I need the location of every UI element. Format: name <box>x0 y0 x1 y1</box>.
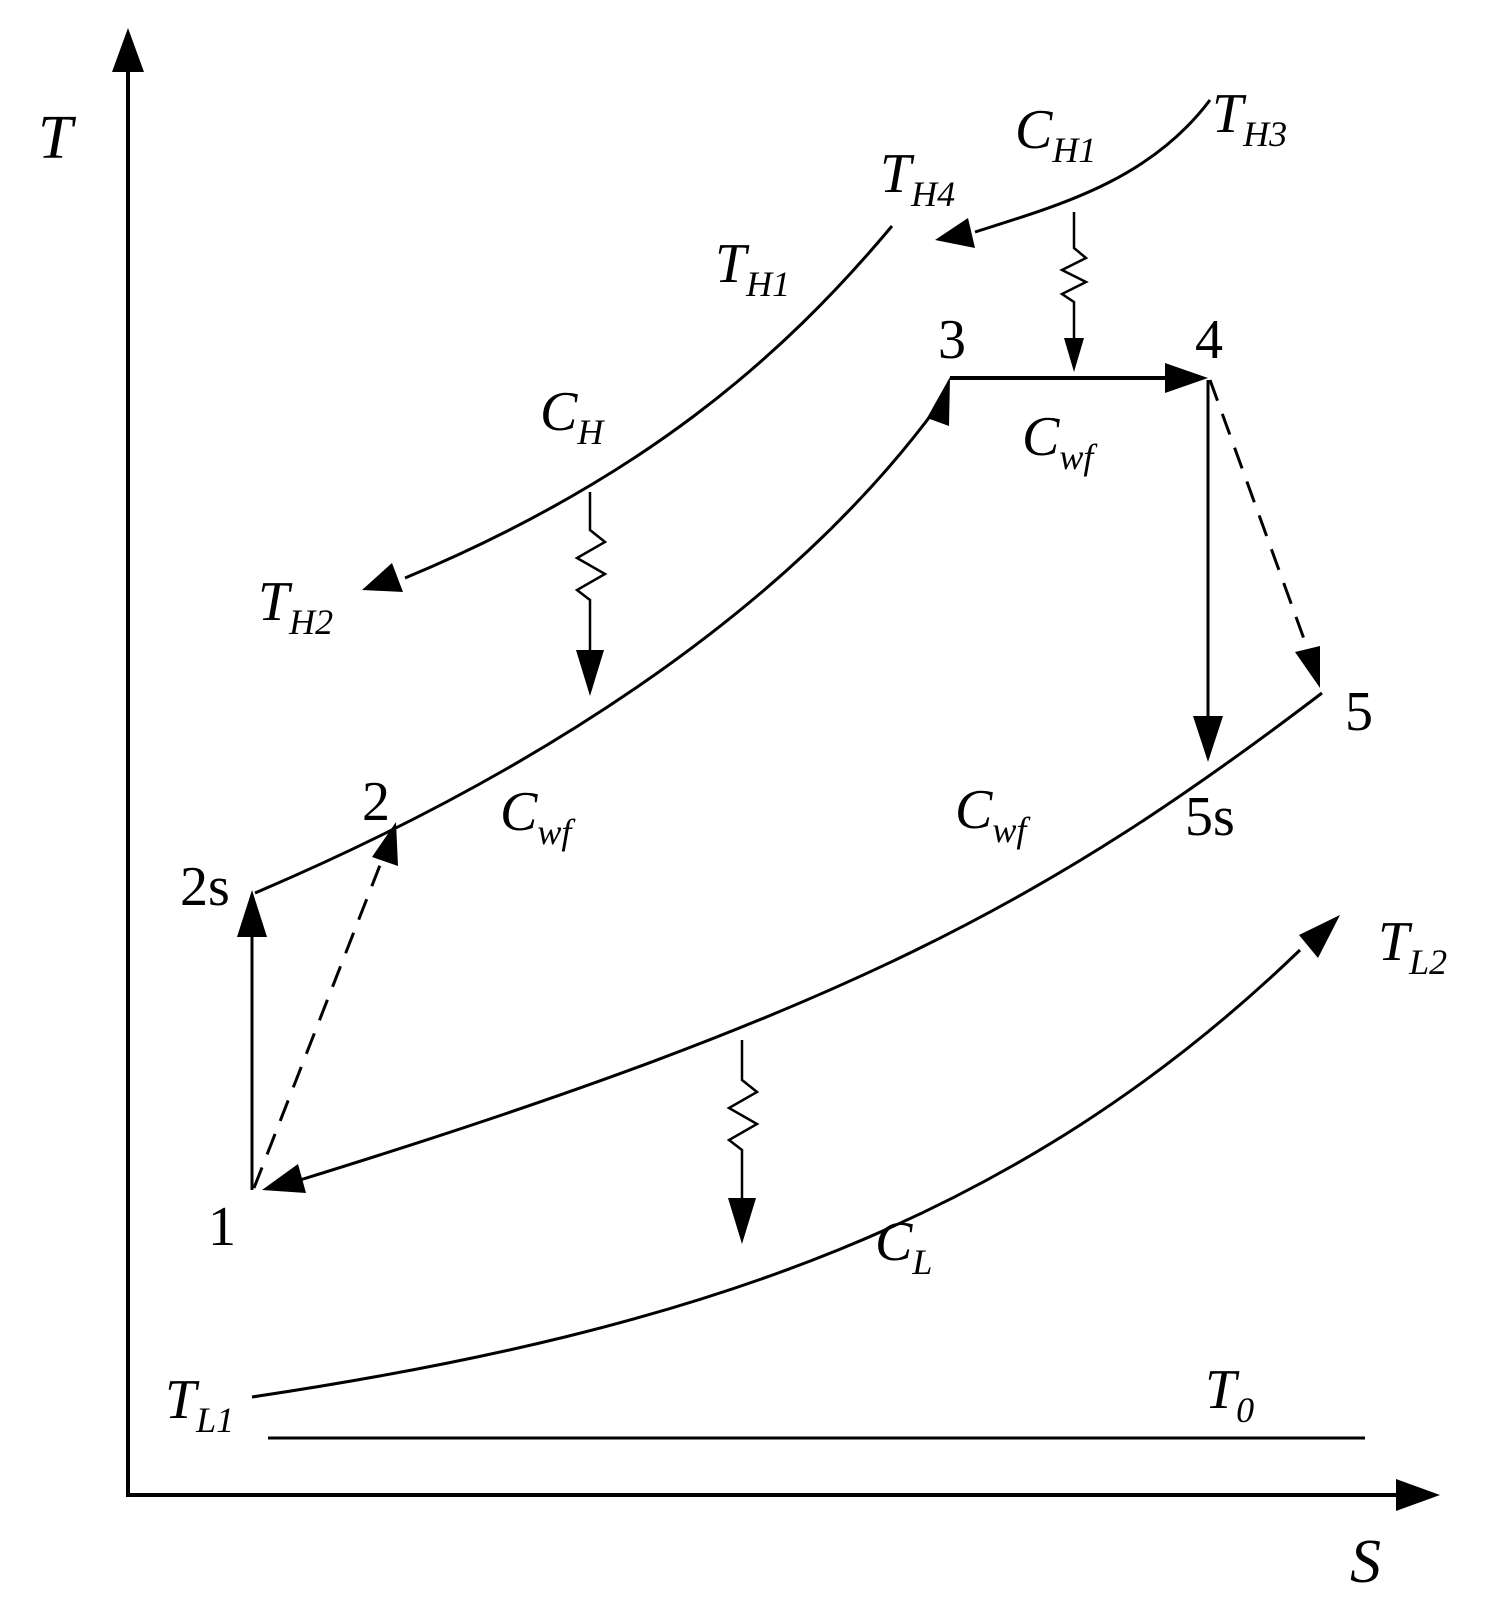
heat-transfer-middle-arrowhead <box>576 650 604 696</box>
heat-transfer-middle-zigzag <box>574 492 608 650</box>
expansion <box>1193 379 1320 762</box>
label-TL2: TL2 <box>1378 911 1447 982</box>
isentropic-compression-arrowhead <box>237 890 267 937</box>
point-3-label: 3 <box>938 309 966 371</box>
heat-transfer-bottom-arrowhead <box>728 1198 756 1244</box>
hot-stream-2-arrowhead <box>935 218 975 248</box>
heat-transfer-middle <box>574 492 608 696</box>
label-TH3: TH3 <box>1212 83 1287 154</box>
heat-transfer-top-arrowhead <box>1064 338 1084 372</box>
evaporation-arrowhead <box>1165 363 1208 393</box>
cold-stream-arrowhead <box>1299 915 1340 958</box>
heating-curve <box>254 406 939 895</box>
point-2s-label: 2s <box>180 856 230 918</box>
isentropic-expansion-arrowhead <box>1193 716 1223 762</box>
axes: T S <box>38 28 1440 1596</box>
label-TH1: TH1 <box>715 233 790 304</box>
label-CL: CL <box>875 1211 932 1282</box>
label-T0: T0 <box>1205 1359 1254 1430</box>
label-Cwf-evaporation: Cwf <box>1022 406 1098 477</box>
heat-transfer-top-zigzag <box>1059 212 1089 342</box>
y-axis-label: T <box>38 104 77 172</box>
compression <box>237 822 398 1190</box>
heat-source-curve-2 <box>935 99 1212 248</box>
point-2-label: 2 <box>362 771 390 833</box>
actual-expansion-line <box>1208 379 1310 651</box>
heat-source-curve <box>362 225 894 592</box>
point-1-label: 1 <box>208 1196 236 1258</box>
label-CH: CH <box>540 381 605 452</box>
label-CH1: CH1 <box>1015 99 1096 170</box>
heating-arrowhead <box>927 377 950 426</box>
hot-stream-arrowhead <box>362 563 403 592</box>
x-axis-label: S <box>1350 1528 1381 1596</box>
heat-transfer-bottom-zigzag <box>726 1040 760 1198</box>
label-Cwf-heating: Cwf <box>500 781 576 852</box>
hot-stream-curve <box>404 225 894 580</box>
cooling-curve <box>299 691 1323 1182</box>
heat-transfer-bottom <box>726 1040 760 1244</box>
point-4-label: 4 <box>1195 309 1223 371</box>
y-axis-arrowhead <box>112 28 144 72</box>
label-TH2: TH2 <box>258 571 333 642</box>
cold-stream-curve <box>251 948 1302 1399</box>
cooling-arrowhead <box>262 1164 306 1193</box>
label-TL1: TL1 <box>165 1369 234 1440</box>
stream-labels: TH1 TH2 TH3 TH4 TL1 TL2 T0 CH CH1 CL Cwf… <box>165 83 1447 1440</box>
label-Cwf-cooling: Cwf <box>955 779 1031 850</box>
point-5-label: 5 <box>1345 681 1373 743</box>
working-fluid-cooling <box>262 691 1323 1193</box>
hot-stream-2-curve <box>974 99 1212 234</box>
point-5s-label: 5s <box>1185 786 1235 848</box>
state-point-labels: 1 2 2s 3 4 5 5s <box>180 309 1373 1258</box>
heat-transfer-top <box>1059 212 1089 372</box>
heat-sink-curve <box>251 915 1340 1399</box>
working-fluid-heating <box>254 363 1208 895</box>
actual-expansion-arrowhead <box>1295 646 1320 688</box>
x-axis-arrowhead <box>1396 1479 1440 1511</box>
label-TH4: TH4 <box>880 143 955 214</box>
actual-compression-arrowhead <box>372 822 398 866</box>
actual-compression-line <box>252 859 384 1189</box>
